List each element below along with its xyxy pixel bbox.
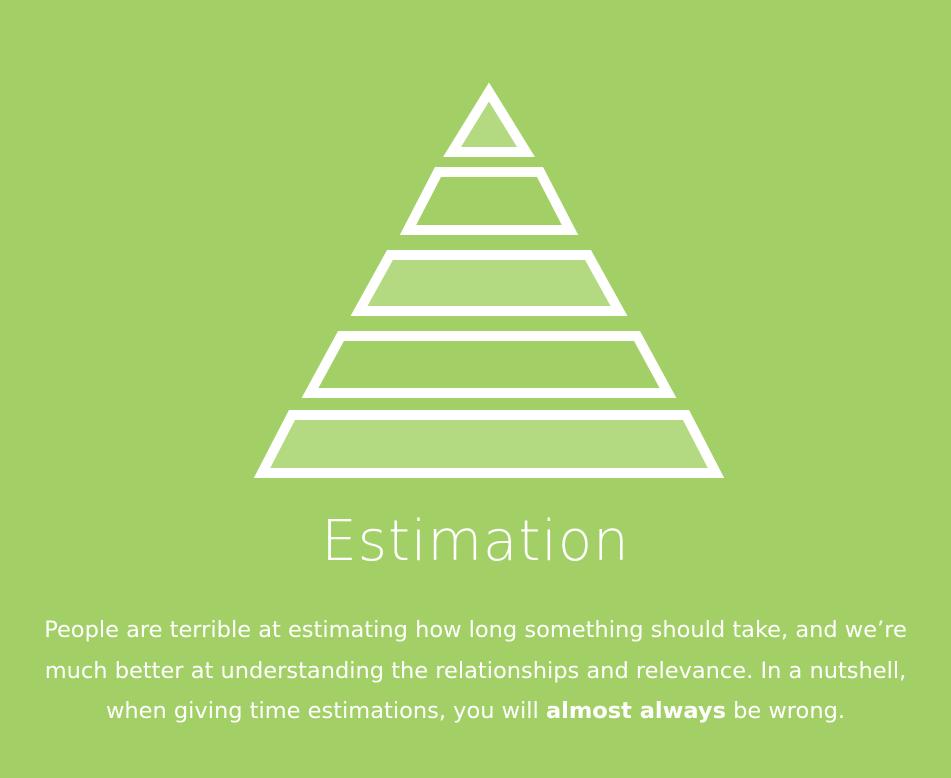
body-text-part-2: be wrong. [725,698,846,724]
body-text-part-1: People are terrible at estimating how lo… [44,617,907,724]
pyramid-tier-4 [301,331,677,398]
pyramid-tier-5 [253,410,725,478]
slide-body-text: People are terrible at estimating how lo… [40,610,911,732]
body-text-emphasis: almost always [545,698,726,724]
slide-title: Estimation [321,509,630,574]
pyramid-tier-3 [350,250,628,316]
pyramid-tier-1 [443,82,535,157]
pyramid-tier-2 [399,167,579,235]
pyramid-icon [253,82,725,478]
